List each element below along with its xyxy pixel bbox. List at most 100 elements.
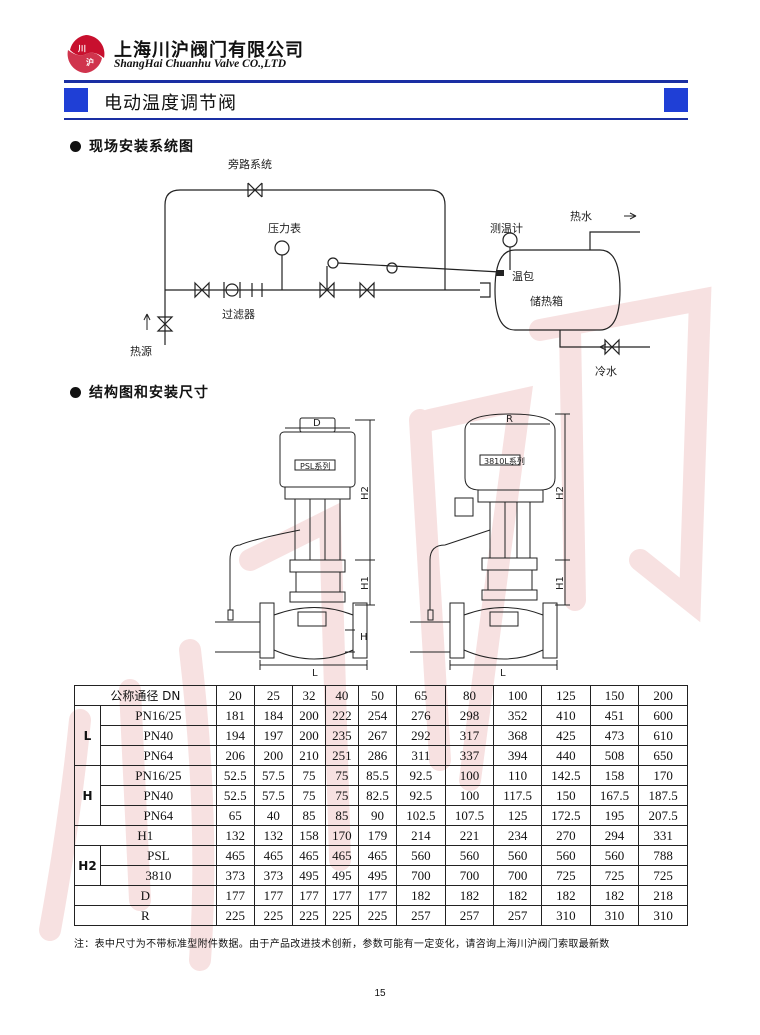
table-cell: 85 (324, 805, 359, 826)
table-cell: 650 (638, 745, 688, 766)
section-heading-install: 现场安装系统图 (70, 136, 194, 156)
section-heading-install-text: 现场安装系统图 (89, 139, 194, 155)
svg-text:沪: 沪 (86, 57, 94, 67)
table-cell: 181 (215, 705, 255, 726)
table-cell: 107.5 (444, 805, 495, 826)
table-cell: 225 (253, 905, 294, 926)
table-cell: 465 (292, 845, 326, 866)
dim-R: R (506, 414, 513, 425)
table-cell: 170 (324, 825, 359, 846)
label-3810-series: 3810L系列 (484, 456, 525, 466)
dim-L-right: L (500, 668, 506, 679)
label-pressure-gauge: 压力表 (268, 221, 301, 235)
table-cell: 210 (292, 745, 326, 766)
dim-H1-right: H1 (555, 576, 566, 590)
table-cell: 92.5 (396, 785, 446, 806)
table-cell: 225 (357, 905, 398, 926)
table-cell: 368 (493, 725, 543, 746)
table-cell: 560 (444, 845, 495, 866)
table-cell: 100 (444, 765, 495, 786)
table-cell: 65 (215, 805, 255, 826)
table-cell: 100 (444, 785, 495, 806)
table-cell: 725 (541, 865, 591, 886)
table-cell: 251 (324, 745, 359, 766)
table-cell: 317 (444, 725, 495, 746)
table-cell: 177 (292, 885, 326, 906)
table-row-label: PN16/25 (100, 705, 217, 726)
dim-H: H (360, 632, 368, 643)
table-cell: 560 (396, 845, 446, 866)
company-header: 川 沪 上海川沪阀门有限公司 ShangHai Chuanhu Valve CO… (64, 32, 324, 76)
table-cell: 560 (493, 845, 543, 866)
table-cell: 294 (589, 825, 640, 846)
table-cell: 331 (638, 825, 688, 846)
title-square-left (64, 88, 88, 112)
table-cell: 292 (396, 725, 446, 746)
label-bypass: 旁路系统 (228, 157, 272, 171)
table-cell: 394 (493, 745, 543, 766)
label-tank: 储热箱 (530, 294, 563, 308)
table-cell: 508 (589, 745, 640, 766)
table-cell: 82.5 (357, 785, 398, 806)
table-cell: 440 (541, 745, 591, 766)
table-header-dn: 50 (357, 685, 398, 706)
table-cell: 177 (357, 885, 398, 906)
table-cell: 200 (292, 725, 326, 746)
table-cell: 182 (493, 885, 543, 906)
table-row-label: PN64 (100, 805, 217, 826)
table-cell: 214 (396, 825, 446, 846)
table-header-dn: 200 (638, 685, 688, 706)
table-cell: 700 (493, 865, 543, 886)
table-cell: 90 (357, 805, 398, 826)
table-cell: 465 (357, 845, 398, 866)
table-group-label: L (74, 705, 101, 766)
page-number: 15 (374, 988, 386, 999)
table-cell: 75 (324, 765, 359, 786)
table-group-label: H2 (74, 845, 101, 886)
table-cell: 600 (638, 705, 688, 726)
table-cell: 311 (396, 745, 446, 766)
table-cell: 132 (253, 825, 294, 846)
table-cell: 200 (292, 705, 326, 726)
table-cell: 310 (638, 905, 688, 926)
table-cell: 187.5 (638, 785, 688, 806)
table-row-label: PN16/25 (100, 765, 217, 786)
dim-L-left: L (312, 668, 318, 679)
table-cell: 495 (292, 865, 326, 886)
section-heading-structure: 结构图和安装尺寸 (70, 382, 209, 402)
table-header-dn: 65 (396, 685, 446, 706)
table-cell: 75 (292, 785, 326, 806)
label-bulb: 温包 (512, 270, 534, 283)
label-filter: 过滤器 (222, 308, 255, 321)
svg-text:川: 川 (77, 44, 86, 53)
table-cell: 425 (541, 725, 591, 746)
table-header-dn: 100 (493, 685, 543, 706)
table-group-label: H (74, 765, 101, 826)
table-cell: 788 (638, 845, 688, 866)
table-cell: 286 (357, 745, 398, 766)
table-cell: 473 (589, 725, 640, 746)
page-title: 电动温度调节阀 (104, 93, 237, 114)
table-cell: 495 (324, 865, 359, 886)
table-cell: 410 (541, 705, 591, 726)
table-cell: 221 (444, 825, 495, 846)
table-header-dn: 125 (541, 685, 591, 706)
table-row-label: R (74, 905, 217, 926)
table-header-dn: 150 (589, 685, 640, 706)
table-cell: 725 (638, 865, 688, 886)
table-cell: 465 (253, 845, 294, 866)
bullet-icon (70, 141, 81, 152)
table-cell: 700 (396, 865, 446, 886)
table-cell: 177 (253, 885, 294, 906)
table-cell: 182 (589, 885, 640, 906)
table-cell: 125 (493, 805, 543, 826)
table-cell: 451 (589, 705, 640, 726)
table-cell: 177 (324, 885, 359, 906)
dim-H1-left: H1 (360, 576, 371, 590)
